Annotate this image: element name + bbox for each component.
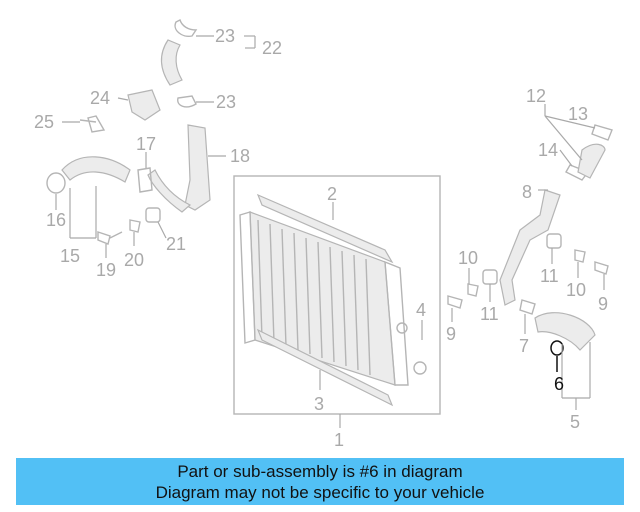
- bolt-9-right: [594, 261, 609, 275]
- upper-seal-strip: [256, 193, 394, 264]
- banner-line-part: Part or sub-assembly is #6 in diagram: [177, 462, 463, 481]
- leader-lines: [55, 35, 605, 428]
- pipe-8: [499, 189, 561, 306]
- callout-3: 3: [314, 394, 324, 414]
- callout-5: 5: [570, 412, 580, 432]
- parts-diagram: 23 22 24 23 25 17 18 16 21 15 20 19 2 3 …: [34, 19, 613, 450]
- o-ring-6: [550, 340, 564, 356]
- grommet-21: [145, 207, 161, 223]
- hose-15: [61, 156, 131, 183]
- info-banner: Part or sub-assembly is #6 in diagram Di…: [16, 458, 624, 505]
- callout-2: 2: [327, 184, 337, 204]
- clamp-23-top: [174, 19, 198, 37]
- nut-10-left: [467, 283, 479, 297]
- callout-11-right: 11: [540, 266, 559, 286]
- callout-9-right: 9: [598, 294, 608, 314]
- callout-4: 4: [416, 300, 426, 320]
- callout-11-left: 11: [480, 304, 499, 324]
- callout-1: 1: [334, 430, 344, 450]
- bolt-25: [79, 115, 106, 133]
- callout-22: 22: [262, 38, 282, 58]
- bolt-19: [97, 231, 123, 245]
- thermostat-24: [127, 89, 161, 121]
- clamp-23-mid: [177, 95, 197, 108]
- hose-5: [534, 312, 596, 351]
- intercooler-assembly: [233, 175, 441, 415]
- callout-19: 19: [96, 260, 116, 280]
- bolt-9-left: [447, 295, 463, 309]
- callout-6: 6: [554, 374, 564, 394]
- pipe-18: [184, 124, 211, 211]
- callout-9-left: 9: [446, 324, 456, 344]
- callout-10-right: 10: [566, 280, 586, 300]
- callout-18: 18: [230, 146, 250, 166]
- pipe-assembly-21: [147, 169, 192, 213]
- grommet-11-left: [482, 269, 498, 285]
- callout-23-mid: 23: [216, 92, 236, 112]
- callout-7: 7: [519, 336, 529, 356]
- banner-line-disclaimer: Diagram may not be specific to your vehi…: [155, 483, 485, 502]
- callout-25: 25: [34, 112, 54, 132]
- bracket-17: [137, 167, 153, 193]
- callout-21: 21: [166, 234, 186, 254]
- clamp-7: [519, 299, 536, 315]
- seal-16: [46, 172, 66, 194]
- callout-10-left: 10: [458, 248, 478, 268]
- nut-10-right: [574, 249, 586, 263]
- callout-15: 15: [60, 246, 80, 266]
- callout-14: 14: [538, 140, 558, 160]
- clamp-13: [591, 124, 613, 141]
- callout-23-top: 23: [215, 26, 235, 46]
- callout-24: 24: [90, 88, 110, 108]
- callout-8: 8: [522, 182, 532, 202]
- callout-13: 13: [568, 104, 588, 124]
- nut-20: [129, 219, 141, 233]
- callout-20: 20: [124, 250, 144, 270]
- upper-hose-22: [160, 39, 183, 86]
- lower-seal-strip: [256, 328, 394, 407]
- callout-17: 17: [136, 134, 156, 154]
- callout-12: 12: [526, 86, 546, 106]
- callout-16: 16: [46, 210, 66, 230]
- grommet-11-right: [546, 233, 562, 249]
- hose-12: [577, 143, 606, 179]
